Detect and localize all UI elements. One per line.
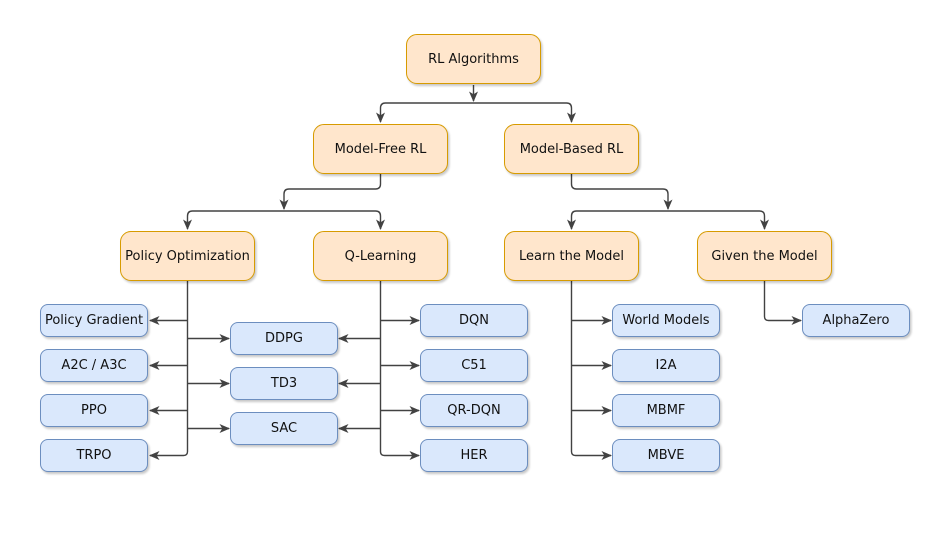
edge-root-model-based bbox=[473, 102, 576, 123]
node-mbve[interactable]: MBVE bbox=[612, 439, 720, 472]
node-rl-algorithms[interactable]: RL Algorithms bbox=[406, 34, 541, 84]
edge-given-the-model-alphazero bbox=[763, 281, 802, 325]
node-q-learning[interactable]: Q-Learning bbox=[313, 231, 448, 281]
edge-policy-optimization-trpo bbox=[149, 281, 189, 460]
node-model-free-rl[interactable]: Model-Free RL bbox=[313, 124, 448, 174]
edge-model-based-learn-the-model bbox=[567, 210, 668, 230]
node-i2a[interactable]: I2A bbox=[612, 349, 720, 382]
edge-model-based-stem bbox=[570, 174, 673, 210]
node-dqn[interactable]: DQN bbox=[420, 304, 528, 337]
node-given-the-model[interactable]: Given the Model bbox=[697, 231, 832, 281]
node-alphazero[interactable]: AlphaZero bbox=[802, 304, 910, 337]
node-qr-dqn[interactable]: QR-DQN bbox=[420, 394, 528, 427]
edge-learn-the-model-mbve bbox=[570, 281, 612, 460]
edge-model-based-given-the-model bbox=[668, 210, 769, 230]
node-ddpg[interactable]: DDPG bbox=[230, 322, 338, 355]
node-world-models[interactable]: World Models bbox=[612, 304, 720, 337]
node-sac[interactable]: SAC bbox=[230, 412, 338, 445]
node-c51[interactable]: C51 bbox=[420, 349, 528, 382]
node-policy-optimization[interactable]: Policy Optimization bbox=[120, 231, 255, 281]
node-policy-gradient[interactable]: Policy Gradient bbox=[40, 304, 148, 337]
edge-model-free-stem bbox=[279, 174, 382, 210]
edge-root-model-free bbox=[376, 102, 474, 123]
node-learn-the-model[interactable]: Learn the Model bbox=[504, 231, 639, 281]
node-trpo[interactable]: TRPO bbox=[40, 439, 148, 472]
node-a2c-a3c[interactable]: A2C / A3C bbox=[40, 349, 148, 382]
node-mbmf[interactable]: MBMF bbox=[612, 394, 720, 427]
node-td3[interactable]: TD3 bbox=[230, 367, 338, 400]
node-ppo[interactable]: PPO bbox=[40, 394, 148, 427]
edge-q-learning-her bbox=[379, 281, 420, 460]
node-her[interactable]: HER bbox=[420, 439, 528, 472]
edge-model-free-policy-optimization bbox=[183, 210, 284, 230]
node-model-based-rl[interactable]: Model-Based RL bbox=[504, 124, 639, 174]
edge-model-free-q-learning bbox=[284, 210, 385, 230]
